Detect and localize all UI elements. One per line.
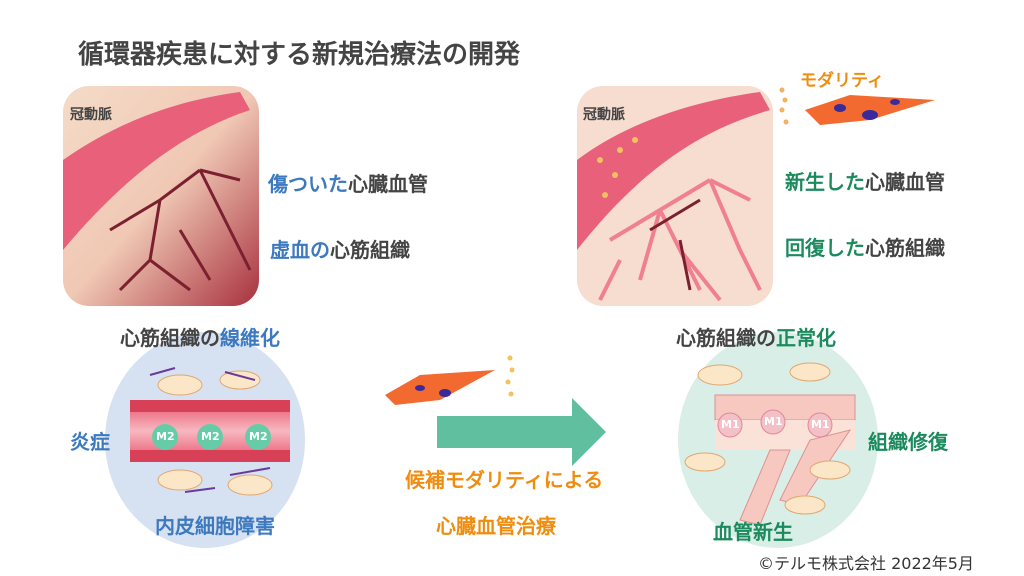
copyright: ©テルモ株式会社 2022年5月 xyxy=(758,554,974,573)
normalization-heading-rest: 心筋組織の xyxy=(676,326,776,350)
new-vessel-rest: 心臓血管 xyxy=(865,170,945,194)
damaged-vessel-label: 傷ついた心臓血管 xyxy=(268,168,428,197)
endothelial-damage-label: 内皮細胞障害 xyxy=(155,514,275,538)
m1-label-3: M1 xyxy=(811,418,830,431)
new-vessel-label: 新生した心臓血管 xyxy=(785,166,945,195)
normalization-illustration xyxy=(678,332,878,548)
new-vessel-accent: 新生した xyxy=(785,170,865,194)
treatment-arrow-illustration xyxy=(385,355,606,466)
page-title: 循環器疾患に対する新規治療法の開発 xyxy=(78,40,521,70)
damaged-heart-illustration xyxy=(63,86,259,306)
recovered-rest: 心筋組織 xyxy=(865,236,945,260)
healed-heart-illustration xyxy=(577,86,935,306)
angiogenesis-label: 血管新生 xyxy=(713,520,793,544)
recovered-accent: 回復した xyxy=(785,236,865,260)
damaged-rest: 心臓血管 xyxy=(348,172,428,196)
normalization-heading-accent: 正常化 xyxy=(776,326,836,350)
fibrosis-illustration xyxy=(105,332,305,548)
coronary-artery-label-left: 冠動脈 xyxy=(70,107,112,123)
ischemic-tissue-label: 虚血の心筋組織 xyxy=(270,234,410,263)
m2-label-1: M2 xyxy=(156,430,175,443)
damaged-accent: 傷ついた xyxy=(268,172,348,196)
m2-label-3: M2 xyxy=(249,430,268,443)
fibrosis-heading-accent: 線維化 xyxy=(220,326,280,350)
tissue-repair-label: 組織修復 xyxy=(868,430,948,454)
treatment-line1: 候補モダリティによる xyxy=(405,468,604,492)
right-arrow-icon xyxy=(437,398,606,466)
m1-label-1: M1 xyxy=(721,418,740,431)
treatment-line2: 心臓血管治療 xyxy=(436,514,556,538)
fibrosis-heading-rest: 心筋組織の xyxy=(120,326,220,350)
inflammation-label: 炎症 xyxy=(70,430,110,454)
coronary-artery-label-right: 冠動脈 xyxy=(583,107,625,123)
ischemic-accent: 虚血の xyxy=(270,238,330,262)
m2-label-2: M2 xyxy=(201,430,220,443)
recovered-tissue-label: 回復した心筋組織 xyxy=(785,232,945,261)
m1-label-2: M1 xyxy=(764,415,783,428)
ischemic-rest: 心筋組織 xyxy=(330,238,410,262)
modality-label: モダリティ xyxy=(800,71,884,91)
normalization-heading: 心筋組織の正常化 xyxy=(676,322,836,351)
fibrosis-heading: 心筋組織の線維化 xyxy=(120,322,280,351)
